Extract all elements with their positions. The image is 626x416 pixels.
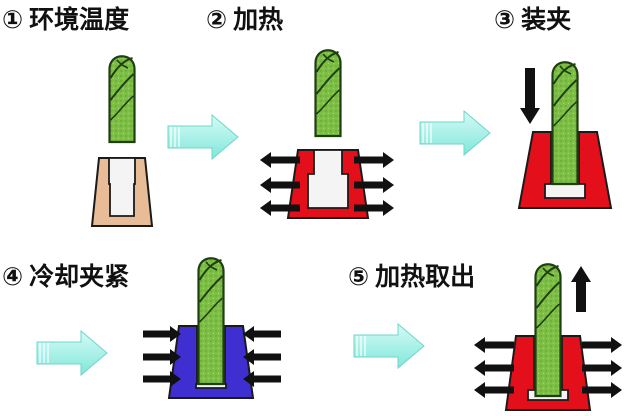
end-mill-icon: [314, 49, 342, 138]
shrink-fit-holder-icon: [286, 149, 370, 219]
force-arrow-right-1: [354, 177, 394, 193]
end-mill-icon: [108, 55, 136, 144]
force-arrow-out-right-2: [582, 382, 622, 398]
end-mill-icon: [551, 61, 579, 186]
remove-up-arrow-icon: [571, 266, 591, 312]
force-arrow-left-1: [260, 177, 300, 193]
flow-arrow-icon: [167, 113, 239, 161]
force-arrow-left-2: [260, 200, 300, 216]
flow-arrow-icon: [36, 329, 108, 377]
flow-arrow-icon: [353, 322, 425, 370]
force-arrow-out-left-0: [474, 337, 514, 353]
step-3-scene: [517, 61, 613, 209]
force-arrow-in-right-1: [243, 349, 281, 365]
step-4-scene: [143, 257, 281, 399]
force-arrow-right-2: [354, 200, 394, 216]
end-mill-icon: [197, 257, 225, 386]
step-2-scene: [260, 49, 394, 219]
force-arrow-in-left-0: [143, 326, 181, 342]
force-arrow-in-right-0: [243, 326, 281, 342]
flow-arrows: [36, 109, 491, 377]
step-5-scene: [474, 263, 622, 411]
step-1-scene: [90, 55, 154, 227]
insert-down-arrow-icon: [520, 68, 540, 124]
force-arrow-in-left-2: [143, 371, 181, 387]
force-arrow-in-right-2: [243, 371, 281, 387]
force-arrow-out-right-0: [582, 337, 622, 353]
force-arrow-right-0: [354, 152, 394, 168]
force-arrow-out-right-1: [582, 360, 622, 376]
force-arrow-out-left-1: [474, 360, 514, 376]
force-arrow-in-left-1: [143, 349, 181, 365]
force-arrow-out-left-2: [474, 382, 514, 398]
flow-arrow-icon: [419, 109, 491, 157]
shrink-fit-holder-icon: [90, 157, 154, 227]
end-mill-icon: [534, 263, 562, 398]
force-arrow-left-0: [260, 152, 300, 168]
